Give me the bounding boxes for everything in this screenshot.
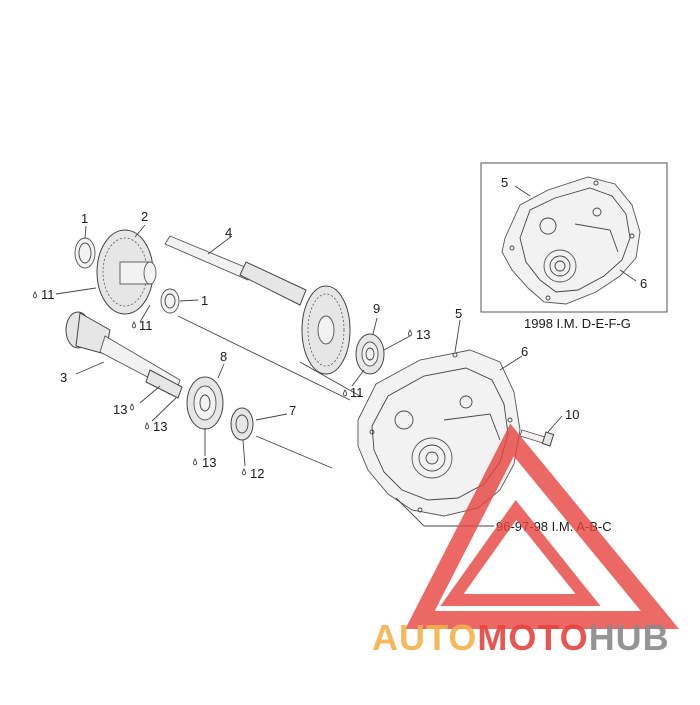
- bolt-part-10: [519, 415, 563, 447]
- callout-labels: 1 2 4 1 11 11 3 13 13 8 13 7 12 9 13 11 …: [41, 175, 647, 481]
- shaft-part-4: [164, 235, 361, 397]
- watermark-triangle-icon: [405, 423, 680, 629]
- watermark-hub: HUB: [589, 617, 670, 658]
- callout-6-inset: 6: [640, 276, 647, 291]
- inset-caption: 1998 I.M. D-E-F-G: [524, 316, 631, 331]
- callout-12: 12: [250, 466, 264, 481]
- callout-11-left: 11: [41, 287, 55, 302]
- callout-7: 7: [289, 403, 296, 418]
- watermark-auto: AUTO: [372, 617, 477, 658]
- inset-variant-panel: [480, 162, 668, 313]
- washer-part-1-upper: [74, 225, 96, 269]
- callout-11-middle: 11: [139, 318, 153, 333]
- callout-11-right: 11: [350, 385, 364, 400]
- washer-part-1-lower: [160, 288, 199, 314]
- callout-1-upper: 1: [81, 211, 88, 226]
- watermark-text: AUTOMOTOHUB: [372, 617, 670, 658]
- callout-1-lower: 1: [201, 293, 208, 308]
- bearing-part-9: [355, 317, 385, 375]
- callout-10: 10: [565, 407, 579, 422]
- callout-5: 5: [455, 306, 462, 321]
- droplet-leaders: [55, 287, 411, 467]
- bearing-part-8: [186, 363, 225, 430]
- watermark-moto: MOTO: [477, 617, 588, 658]
- callout-13-d: 13: [416, 327, 430, 342]
- callout-3: 3: [60, 370, 67, 385]
- pinion-shaft-part-3: [65, 311, 351, 401]
- housing-part-5-6: [357, 319, 523, 527]
- callout-8: 8: [220, 349, 227, 364]
- callout-13-c: 13: [202, 455, 216, 470]
- callout-2: 2: [141, 209, 148, 224]
- callout-13-b: 13: [153, 419, 167, 434]
- watermark-logo: AUTOMOTOHUB: [372, 423, 680, 658]
- callout-13-a: 13: [113, 402, 127, 417]
- callout-6: 6: [521, 344, 528, 359]
- callout-5-inset: 5: [501, 175, 508, 190]
- gear-part-2: [96, 224, 157, 315]
- seal-part-7: [230, 407, 333, 469]
- callout-9: 9: [373, 301, 380, 316]
- callout-4: 4: [225, 225, 232, 240]
